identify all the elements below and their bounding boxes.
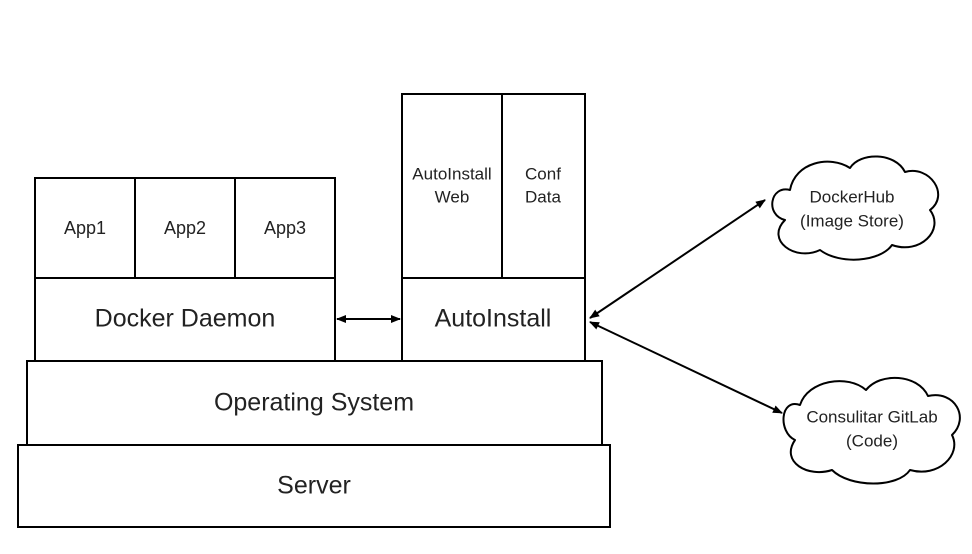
dockerhub-label-line2: (Image Store) (800, 211, 904, 230)
conf-data-label-line2: Data (525, 187, 561, 206)
app2-label: App2 (164, 218, 206, 238)
gitlab-cloud: Consulitar GitLab (Code) (782, 377, 961, 485)
dockerhub-cloud-shape (771, 155, 940, 261)
operating-system-layer: Operating System (26, 360, 603, 446)
app2-block: App2 (134, 177, 236, 279)
autoinstall-web-block: AutoInstall Web (401, 93, 503, 279)
app3-label: App3 (264, 218, 306, 238)
autoinstall-dockerhub-arrow (589, 199, 766, 319)
conf-data-label-line1: Conf (525, 164, 561, 183)
server-label: Server (277, 472, 351, 500)
autoinstall-gitlab-arrow (589, 321, 783, 414)
conf-data-block: Conf Data (501, 93, 586, 279)
gitlab-label-line1: Consulitar GitLab (806, 407, 937, 426)
autoinstall-web-label-line1: AutoInstall (412, 164, 491, 183)
autoinstall-label: AutoInstall (435, 305, 552, 333)
operating-system-label: Operating System (214, 389, 414, 417)
autoinstall-web-label-line2: Web (435, 187, 470, 206)
app3-block: App3 (234, 177, 336, 279)
gitlab-label-line2: (Code) (846, 431, 898, 450)
docker-daemon-label: Docker Daemon (95, 305, 276, 333)
app1-block: App1 (34, 177, 136, 279)
dockerhub-label-line1: DockerHub (809, 187, 894, 206)
app1-label: App1 (64, 218, 106, 238)
autoinstall-block: AutoInstall (401, 277, 586, 362)
server-layer: Server (17, 444, 611, 528)
gitlab-cloud-shape (782, 377, 961, 485)
dockerhub-cloud: DockerHub (Image Store) (771, 155, 940, 261)
docker-daemon-block: Docker Daemon (34, 277, 336, 362)
